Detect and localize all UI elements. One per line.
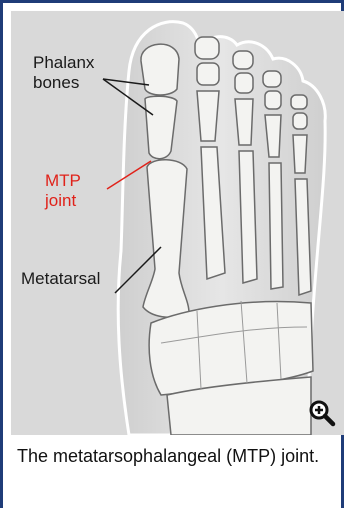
phalanx-bones-label: Phalanx bones [33,53,94,93]
metatarsal-label: Metatarsal [21,269,100,289]
zoom-in-icon[interactable] [308,399,336,427]
figure-caption: The metatarsophalangeal (MTP) joint. [17,445,327,468]
foot-xray-illustration: Phalanx bones MTP joint Metatarsal [11,11,344,435]
big-toe-distal-phalanx [141,44,179,95]
mtp-joint-label: MTP joint [45,171,81,211]
zoom-in-icon-glyph [308,399,336,427]
